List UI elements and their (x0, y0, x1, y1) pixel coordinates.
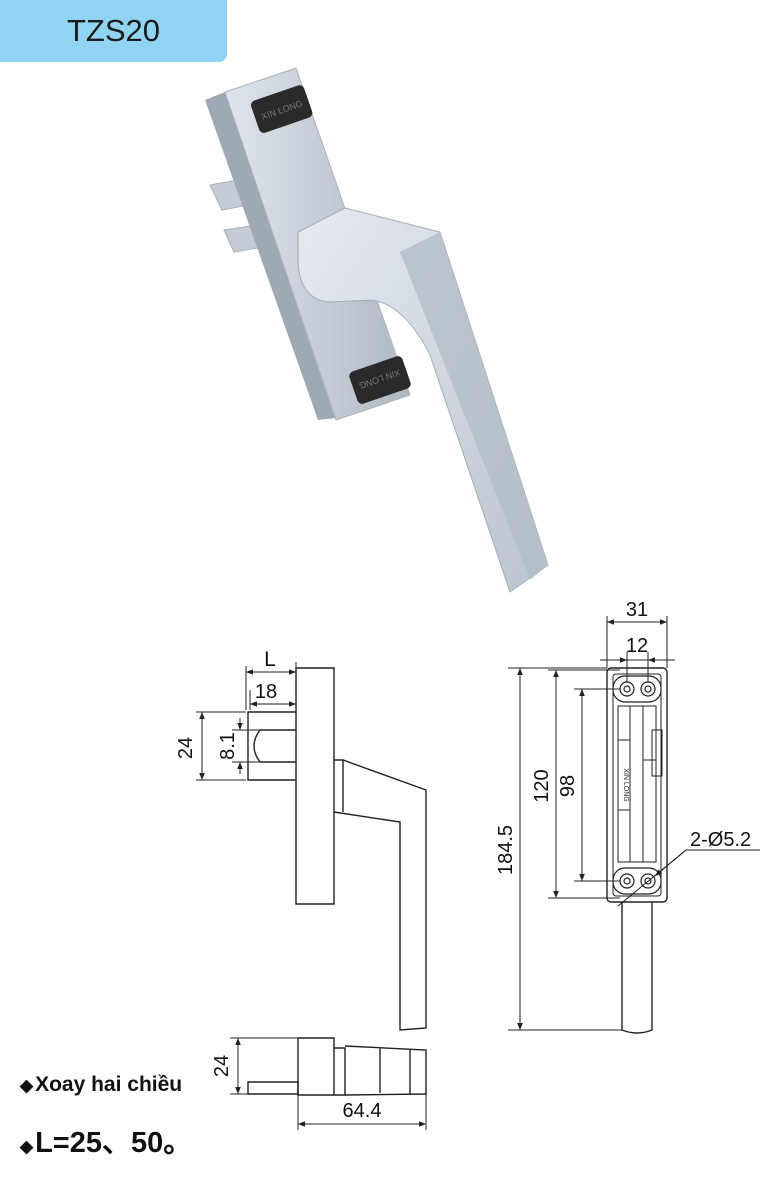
lever-grip (297, 207, 549, 593)
side-base-plate (295, 667, 335, 905)
dim-24-bottom-label: 24 (211, 1055, 233, 1077)
bottom-hole-right (640, 873, 656, 889)
model-label: TZS20 (66, 13, 161, 48)
lever-grip-shade (400, 232, 548, 580)
top-hole-right-inner (644, 685, 652, 693)
front-dimensions (508, 616, 760, 1031)
side-spindle (247, 711, 296, 781)
note-rotation: ◆Xoay hai chiều (20, 1073, 182, 1097)
side-spindle-slot (253, 729, 296, 763)
note-length-text: L=25、50。 (35, 1127, 193, 1159)
dim-64-4-label: 64.4 (343, 1100, 382, 1122)
note-bullet: ◆ (20, 1137, 34, 1156)
side-lever (333, 759, 427, 1031)
note-length: ◆L=25、50。 (20, 1119, 192, 1161)
note-rotation-text: Xoay hai chiều (35, 1073, 183, 1096)
top-hole-left-inner (623, 685, 631, 693)
dim-24-side-label: 24 (175, 737, 197, 759)
dim-184-5-label: 184.5 (495, 825, 517, 875)
bottom-hole-left (619, 873, 635, 889)
top-hole-right (640, 681, 656, 697)
front-base-plate (606, 667, 668, 903)
front-inner-outline (612, 673, 662, 897)
bottom-base (297, 1037, 335, 1096)
top-hole-left (619, 681, 635, 697)
front-brand-label: XIN LONG (622, 768, 629, 801)
model-tag: TZS20 (0, 0, 227, 62)
note-bullet: ◆ (20, 1076, 34, 1095)
front-view (606, 667, 668, 1034)
side-view (247, 667, 427, 1031)
dim-18-label: 18 (255, 681, 277, 703)
dim-98-label: 98 (557, 775, 579, 797)
front-lever-stem (621, 902, 653, 1034)
dim-holes-label: 2-Ø5.2 (690, 829, 751, 851)
bottom-hole-left-inner (623, 877, 631, 885)
top-logo-pad: XIN LONG (251, 85, 313, 133)
dim-12-label: 12 (626, 635, 648, 657)
bottom-spindle (247, 1081, 299, 1095)
bottom-lever (344, 1045, 427, 1096)
dim-120-label: 120 (531, 769, 553, 802)
base-plate-side (205, 92, 336, 420)
bottom-dimensions (230, 1037, 427, 1130)
handle-render: XIN LONG XIN LONG (205, 67, 549, 593)
bottom-hole-right-inner (644, 877, 652, 885)
dim-8-1-label: 8.1 (217, 732, 239, 760)
bottom-logo-pad: XIN LONG (349, 356, 411, 404)
dim-31-label: 31 (626, 599, 648, 621)
side-dimensions (196, 662, 297, 781)
bottom-view (247, 1037, 427, 1096)
dim-L-label: L (264, 648, 276, 671)
